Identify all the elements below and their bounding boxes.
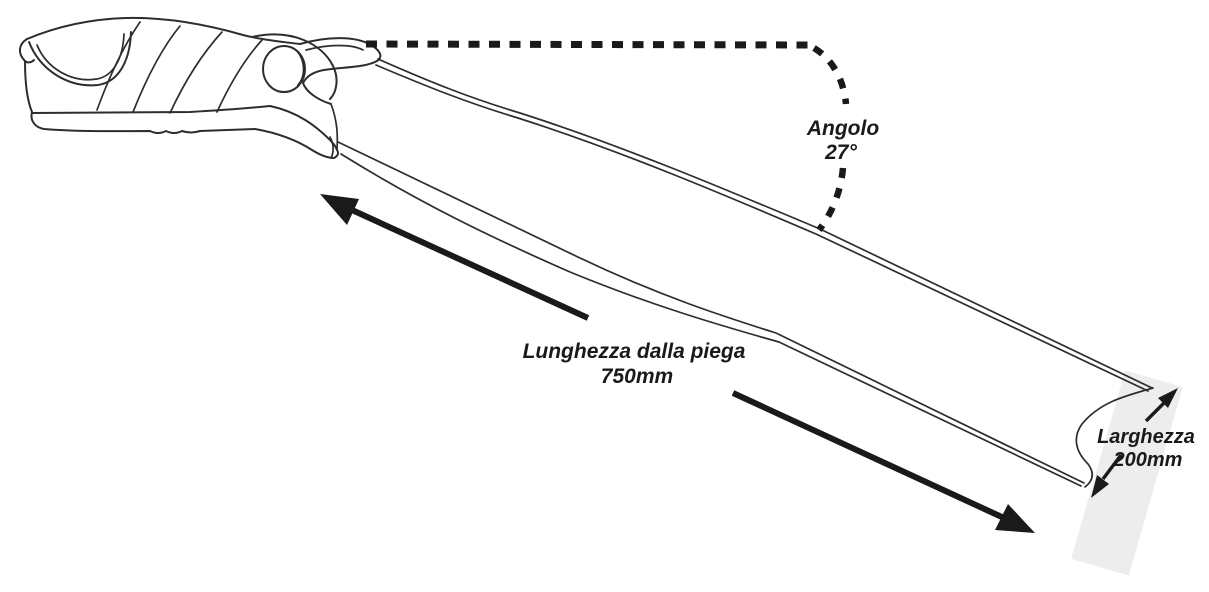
blade-bottom-edge-upper (337, 141, 1085, 484)
length-arrow-left-shaft (350, 207, 590, 321)
blade-root-edge (330, 103, 339, 150)
heel-tab (19, 38, 35, 64)
width-arrow-lower-head (1091, 475, 1109, 498)
width-arrow-lower-shaft (1101, 453, 1123, 481)
lower-prong-tip (333, 149, 339, 159)
blade-bottom-edge-lower (340, 153, 1082, 487)
length-value: 750mm (601, 365, 673, 388)
angle-extension-dotted-line (365, 40, 813, 49)
strap-line-3 (169, 31, 223, 114)
upper-prong (299, 37, 382, 105)
lower-prong-top-edge (269, 105, 338, 151)
foot-pocket (19, 16, 382, 159)
blade-top-rail-outer (377, 58, 1153, 389)
pocket-top-outline (26, 16, 301, 45)
sole-bottom-line (30, 111, 335, 159)
blade-tip-trailing-edge (1075, 387, 1154, 488)
ankle-opening (262, 45, 306, 93)
ankle-cup (251, 33, 338, 100)
strap-line-2 (132, 25, 181, 113)
heel-rim-inner (36, 33, 125, 81)
angle-arc-lower (816, 167, 847, 232)
heel-back-edge (24, 60, 33, 113)
width-annotation: Larghezza 200mm (1091, 388, 1195, 498)
strap-line-4 (216, 39, 263, 113)
highlight-band (1071, 370, 1183, 576)
angle-value: 27° (824, 141, 857, 164)
width-label: Larghezza (1097, 426, 1195, 448)
length-arrow-left-head (320, 194, 359, 225)
length-label: Lunghezza dalla piega (523, 340, 746, 363)
width-arrow-upper-shaft (1144, 401, 1166, 423)
angle-arc-upper (812, 45, 850, 105)
angle-label: Angolo (806, 117, 879, 140)
width-value: 200mm (1113, 449, 1183, 471)
heel-rim-outer (28, 31, 132, 87)
blade (337, 58, 1154, 488)
strap-line-1 (96, 21, 141, 111)
blade-top-rail-inner (375, 64, 1149, 392)
length-arrow-right-head (995, 504, 1035, 533)
angle-annotation: Angolo 27° (365, 40, 879, 232)
upper-prong-inner-line (305, 44, 364, 51)
sole-top-line (31, 105, 271, 114)
length-annotation: Lunghezza dalla piega 750mm (320, 194, 1035, 533)
length-arrow-right-shaft (731, 390, 1006, 521)
width-arrow-upper-head (1158, 388, 1178, 408)
lower-prong-seam (329, 136, 334, 159)
ankle-opening-inner-arc (296, 50, 305, 86)
